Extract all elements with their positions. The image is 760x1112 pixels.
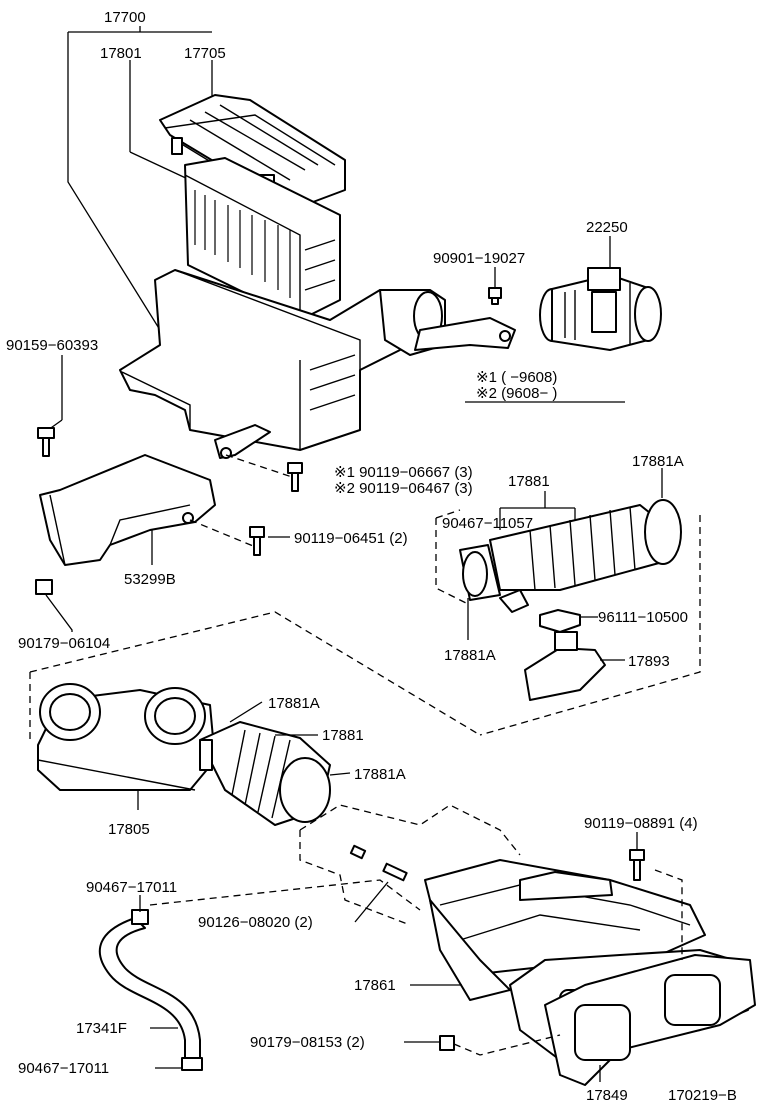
label-96111-10500: 96111−10500 [598, 609, 688, 626]
air-connector [539, 609, 581, 633]
label-17881-top: 17881 [508, 473, 550, 490]
bolt-icon [249, 526, 265, 556]
note-1: ※1 ( −9608) [476, 369, 557, 386]
label-90179-06104: 90179−06104 [18, 635, 110, 652]
top-leader-lines [67, 26, 213, 331]
vacuum-hose [98, 909, 203, 1071]
label-17881A-mid2: 17881A [354, 766, 406, 783]
label-90119-06451: 90119−06451 (2) [294, 530, 408, 547]
air-hose-middle [199, 721, 331, 826]
label-53299B: 53299B [124, 571, 176, 588]
label-90159-60393: 90159−60393 [6, 337, 98, 354]
air-flow-meter [539, 267, 662, 351]
label-s1-bolt: ※1 90119−06667 (3) [334, 464, 473, 481]
label-17705: 17705 [184, 45, 226, 62]
diagram-code: 170219−B [668, 1087, 737, 1104]
label-17881A-right: 17881A [632, 453, 684, 470]
air-connector-17805 [37, 683, 216, 791]
air-hose [459, 499, 682, 613]
small-screw-icon [488, 287, 502, 305]
label-17341F: 17341F [76, 1020, 127, 1037]
bolt-icon [37, 427, 55, 457]
label-22250: 22250 [586, 219, 628, 236]
air-filter-element [184, 157, 341, 321]
label-17700: 17700 [104, 9, 146, 26]
stud-bolt-icon [349, 844, 408, 882]
label-90119-08891: 90119−08891 (4) [584, 815, 698, 832]
label-17881A-mid1: 17881A [268, 695, 320, 712]
nut-icon [439, 1035, 455, 1051]
bolt-icon [629, 849, 645, 881]
label-17801: 17801 [100, 45, 142, 62]
label-17881A-low: 17881A [444, 647, 496, 664]
air-cleaner-cap [159, 94, 346, 206]
label-90467-11057: 90467−11057 [442, 515, 533, 532]
label-17893: 17893 [628, 653, 670, 670]
gasket [544, 954, 756, 1086]
note-2: ※2 (9608− ) [476, 385, 557, 402]
label-90467-17011-bot: 90467−17011 [18, 1060, 109, 1077]
air-cleaner-case [119, 269, 516, 459]
label-s2-bolt: ※2 90119−06467 (3) [334, 480, 473, 497]
label-90179-08153: 90179−08153 (2) [250, 1034, 365, 1051]
label-90467-17011-top: 90467−17011 [86, 879, 177, 896]
bolt-icon [287, 462, 303, 492]
resonator-17893 [524, 631, 606, 701]
label-17881-mid: 17881 [322, 727, 364, 744]
label-90901-19027: 90901−19027 [433, 250, 525, 267]
label-17849: 17849 [586, 1087, 628, 1104]
label-17805: 17805 [108, 821, 150, 838]
label-90126-08020: 90126−08020 (2) [198, 914, 313, 931]
label-17861: 17861 [354, 977, 396, 994]
air-inlet-duct [39, 454, 216, 566]
nut-icon [35, 579, 53, 595]
